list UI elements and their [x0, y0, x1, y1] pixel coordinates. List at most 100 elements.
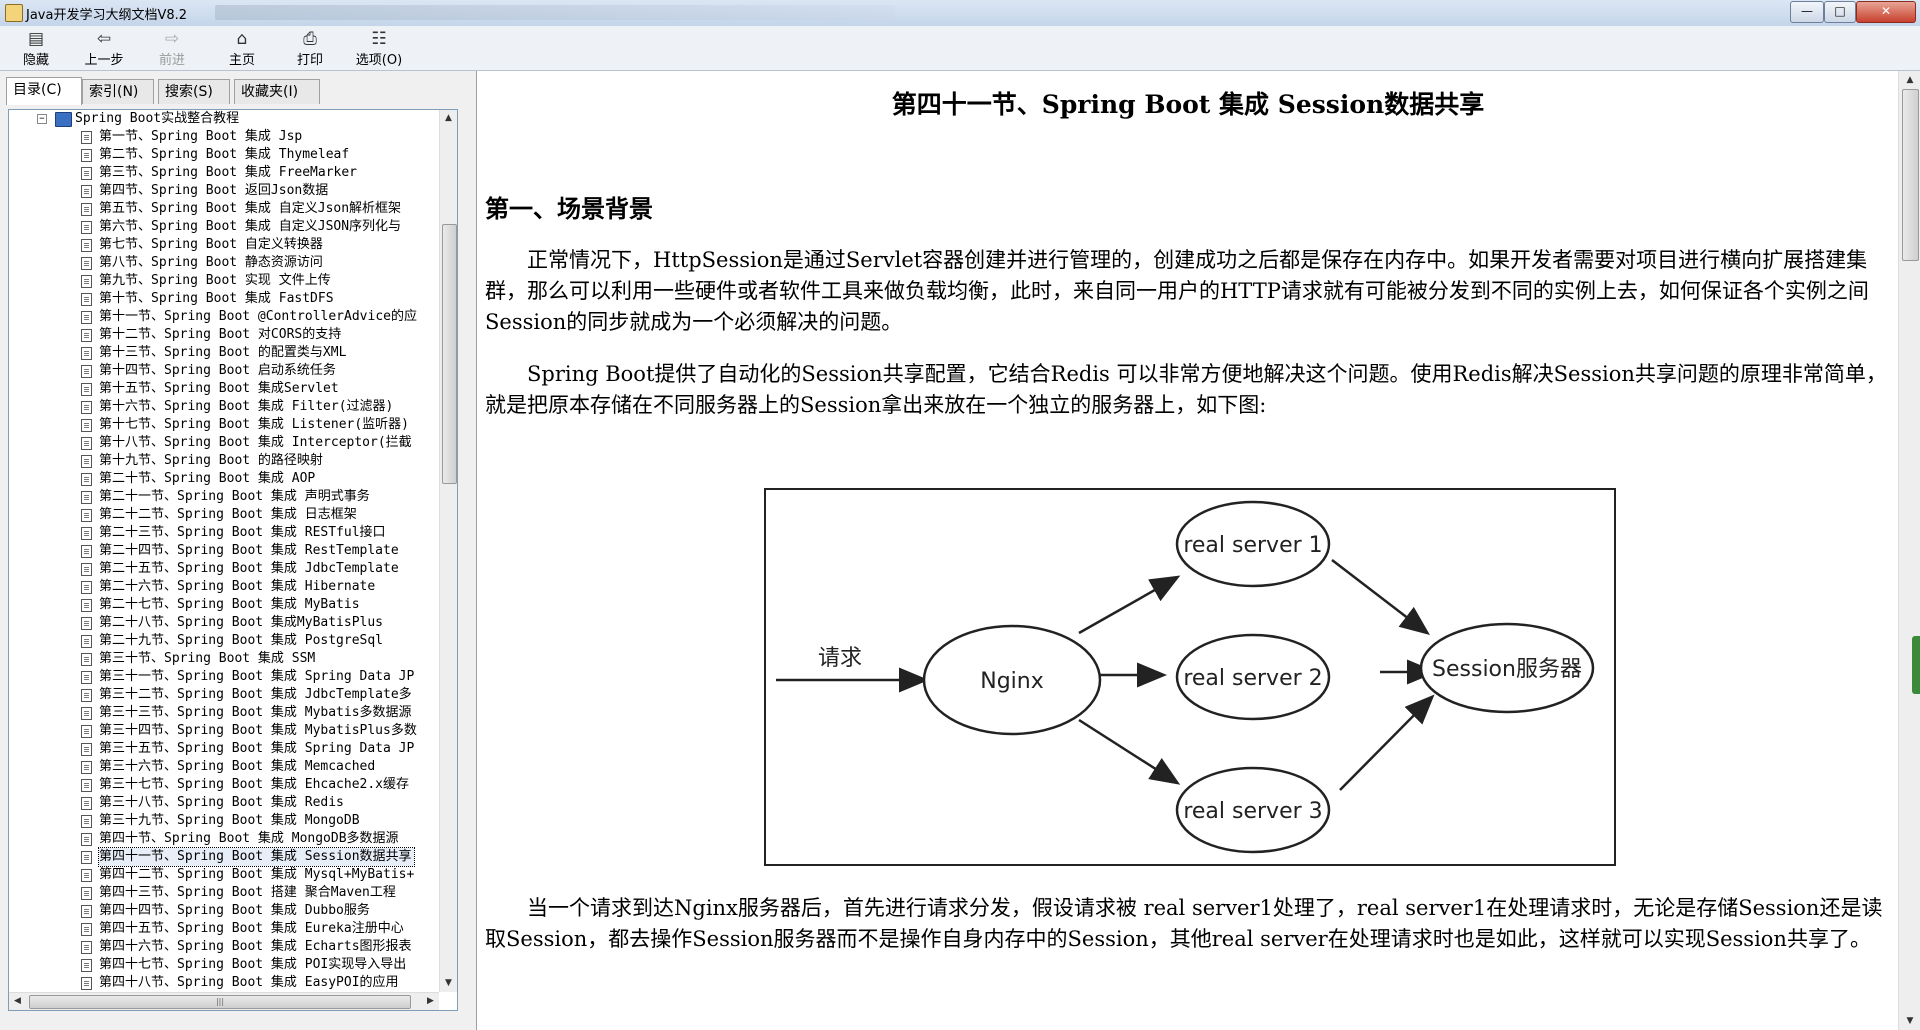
node-server2 — [1175, 633, 1331, 721]
tree-item[interactable]: 第四十八节、Spring Boot 集成 EasyPOI的应用 — [9, 974, 439, 990]
tree-item[interactable]: 第七节、Spring Boot 自定义转换器 — [9, 236, 439, 254]
side-grip-handle[interactable] — [1912, 636, 1920, 694]
tree-item[interactable]: 第十六节、Spring Boot 集成 Filter(过滤器) — [9, 398, 439, 416]
tree-item[interactable]: 第二十一节、Spring Boot 集成 声明式事务 — [9, 488, 439, 506]
close-button[interactable]: ✕ — [1856, 1, 1916, 23]
page-icon — [81, 761, 92, 774]
tab-contents[interactable]: 目录(C) — [6, 77, 82, 105]
scroll-down-arrow-icon[interactable]: ▼ — [445, 978, 452, 988]
forward-label: 前进 — [158, 53, 185, 68]
tree-item[interactable]: 第二十节、Spring Boot 集成 AOP — [9, 470, 439, 488]
tree-item[interactable]: 第十三节、Spring Boot 的配置类与XML — [9, 344, 439, 362]
tree-vertical-scrollbar[interactable]: ▲ ▼ — [439, 110, 457, 992]
scroll-left-arrow-icon[interactable]: ◀ — [14, 996, 21, 1006]
collapse-icon[interactable]: − — [37, 114, 47, 124]
page-icon — [81, 257, 92, 270]
scroll-thumb[interactable] — [442, 224, 457, 484]
tree-item[interactable]: 第四十六节、Spring Boot 集成 Echarts图形报表 — [9, 938, 439, 956]
paragraph-2: Spring Boot提供了自动化的Session共享配置，它结合Redis 可… — [485, 362, 1887, 417]
tree-item-label: 第四十一节、Spring Boot 集成 Session数据共享 — [98, 847, 415, 867]
tree-item-label: 第三十三节、Spring Boot 集成 Mybatis多数据源 — [99, 705, 412, 720]
page-icon — [81, 383, 92, 396]
tree-item-label: 第一节、Spring Boot 集成 Jsp — [99, 129, 303, 144]
tree-item[interactable]: 第二十八节、Spring Boot 集成MyBatisPlus — [9, 614, 439, 632]
tree-item[interactable]: 第二十三节、Spring Boot 集成 RESTful接口 — [9, 524, 439, 542]
tree-item[interactable]: 第三十四节、Spring Boot 集成 MybatisPlus多数 — [9, 722, 439, 740]
tree-item[interactable]: 第三十节、Spring Boot 集成 SSM — [9, 650, 439, 668]
tree-item[interactable]: 第四十一节、Spring Boot 集成 Session数据共享 — [9, 847, 439, 867]
tree-item[interactable]: 第一节、Spring Boot 集成 Jsp — [9, 128, 439, 146]
arrow-server1-to-session — [1331, 559, 1430, 636]
tree-item[interactable]: 第八节、Spring Boot 静态资源访问 — [9, 254, 439, 272]
scroll-right-arrow-icon[interactable]: ▶ — [427, 996, 434, 1006]
print-button[interactable]: ⎙ 打印 — [290, 29, 330, 68]
tree-item[interactable]: 第十一节、Spring Boot @ControllerAdvice的应 — [9, 308, 439, 326]
scroll-up-arrow-icon[interactable]: ▲ — [445, 113, 452, 123]
tree-item[interactable]: 第三十九节、Spring Boot 集成 MongoDB — [9, 812, 439, 830]
tree-item-label: 第二十二节、Spring Boot 集成 日志框架 — [99, 507, 357, 522]
content-scroll-up-arrow-icon[interactable]: ▲ — [1906, 75, 1914, 85]
tree-item[interactable]: 第四十节、Spring Boot 集成 MongoDB多数据源 — [9, 830, 439, 848]
content-scroll-thumb[interactable] — [1902, 89, 1919, 261]
tree-item[interactable]: 第四节、Spring Boot 返回Json数据 — [9, 182, 439, 200]
tree-item[interactable]: 第十五节、Spring Boot 集成Servlet — [9, 380, 439, 398]
tree-item[interactable]: 第三十五节、Spring Boot 集成 Spring Data JP — [9, 740, 439, 758]
tree-item[interactable]: 第十八节、Spring Boot 集成 Interceptor(拦截 — [9, 434, 439, 452]
tree-item[interactable]: 第二十七节、Spring Boot 集成 MyBatis — [9, 596, 439, 614]
hide-button[interactable]: ▤ 隐藏 — [16, 29, 56, 68]
tab-search[interactable]: 搜索(S) — [158, 79, 230, 104]
tree-item-label: 第四十七节、Spring Boot 集成 POI实现导入导出 — [99, 957, 407, 972]
page-icon — [81, 905, 92, 918]
forward-button[interactable]: ⇨ 前进 — [150, 29, 194, 68]
content-vertical-scrollbar[interactable]: ▲ ▼ — [1898, 71, 1920, 1030]
tree-item[interactable]: 第三十六节、Spring Boot 集成 Memcached — [9, 758, 439, 776]
tree-item[interactable]: 第二节、Spring Boot 集成 Thymeleaf — [9, 146, 439, 164]
home-button[interactable]: ⌂ 主页 — [222, 29, 262, 68]
tree-item[interactable]: 第三十三节、Spring Boot 集成 Mybatis多数据源 — [9, 704, 439, 722]
tree-item[interactable]: 第三节、Spring Boot 集成 FreeMarker — [9, 164, 439, 182]
tree-item[interactable]: 第二十五节、Spring Boot 集成 JdbcTemplate — [9, 560, 439, 578]
tree-item[interactable]: 第二十二节、Spring Boot 集成 日志框架 — [9, 506, 439, 524]
tree-item[interactable]: 第十七节、Spring Boot 集成 Listener(监听器) — [9, 416, 439, 434]
hscroll-thumb[interactable]: ||| — [29, 995, 411, 1009]
hide-pane-icon: ▤ — [27, 29, 45, 49]
tree-item[interactable]: 第四十五节、Spring Boot 集成 Eureka注册中心 — [9, 920, 439, 938]
tab-index[interactable]: 索引(N) — [82, 79, 154, 104]
tree-item[interactable]: 第三十一节、Spring Boot 集成 Spring Data JP — [9, 668, 439, 686]
toolbar: ▤ 隐藏 ⇦ 上一步 ⇨ 前进 ⌂ 主页 ⎙ 打印 ☷ 选项(O) — [0, 26, 1920, 71]
tree-item[interactable]: 第十九节、Spring Boot 的路径映射 — [9, 452, 439, 470]
tree-item[interactable]: 第四十七节、Spring Boot 集成 POI实现导入导出 — [9, 956, 439, 974]
tree-item[interactable]: 第四十二节、Spring Boot 集成 Mysql+MyBatis+ — [9, 866, 439, 884]
tree-item[interactable]: 第二十六节、Spring Boot 集成 Hibernate — [9, 578, 439, 596]
tree-item[interactable]: 第六节、Spring Boot 集成 自定义JSON序列化与 — [9, 218, 439, 236]
minimize-button[interactable]: — — [1790, 1, 1824, 23]
tree-root-label: Spring Boot实战整合教程 — [75, 111, 240, 126]
tree-horizontal-scrollbar[interactable]: ◀ ||| ▶ — [9, 992, 439, 1010]
tree-item-label: 第六节、Spring Boot 集成 自定义JSON序列化与 — [99, 219, 402, 234]
tree-item-label: 第九节、Spring Boot 实现 文件上传 — [99, 273, 331, 288]
options-button[interactable]: ☷ 选项(O) — [348, 29, 410, 68]
tree-item[interactable]: 第五节、Spring Boot 集成 自定义Json解析框架 — [9, 200, 439, 218]
maximize-button[interactable]: □ — [1824, 1, 1856, 23]
tree-item-label: 第十一节、Spring Boot @ControllerAdvice的应 — [99, 309, 417, 324]
tree-item[interactable]: 第三十七节、Spring Boot 集成 Ehcache2.x缓存 — [9, 776, 439, 794]
tab-favorites[interactable]: 收藏夹(I) — [234, 79, 320, 104]
tree-item[interactable]: 第十四节、Spring Boot 启动系统任务 — [9, 362, 439, 380]
tree-item[interactable]: 第九节、Spring Boot 实现 文件上传 — [9, 272, 439, 290]
tree-item[interactable]: 第三十二节、Spring Boot 集成 JdbcTemplate多 — [9, 686, 439, 704]
tree-item[interactable]: 第三十八节、Spring Boot 集成 Redis — [9, 794, 439, 812]
home-label: 主页 — [228, 53, 255, 68]
content-scroll-down-arrow-icon[interactable]: ▼ — [1906, 1016, 1914, 1026]
tree-item[interactable]: 第二十四节、Spring Boot 集成 RestTemplate — [9, 542, 439, 560]
contents-tree[interactable]: − Spring Boot实战整合教程 第一节、Spring Boot 集成 J… — [9, 110, 439, 990]
tree-item-label: 第四节、Spring Boot 返回Json数据 — [99, 183, 329, 198]
page-icon — [81, 617, 92, 630]
back-button[interactable]: ⇦ 上一步 — [76, 29, 132, 68]
tree-item[interactable]: 第二十九节、Spring Boot 集成 PostgreSql — [9, 632, 439, 650]
tree-item[interactable]: 第十二节、Spring Boot 对CORS的支持 — [9, 326, 439, 344]
tree-item[interactable]: 第四十三节、Spring Boot 搭建 聚合Maven工程 — [9, 884, 439, 902]
tree-root[interactable]: − Spring Boot实战整合教程 — [9, 110, 439, 128]
pane-splitter[interactable] — [470, 71, 476, 1030]
tree-item[interactable]: 第十节、Spring Boot 集成 FastDFS — [9, 290, 439, 308]
tree-item[interactable]: 第四十四节、Spring Boot 集成 Dubbo服务 — [9, 902, 439, 920]
